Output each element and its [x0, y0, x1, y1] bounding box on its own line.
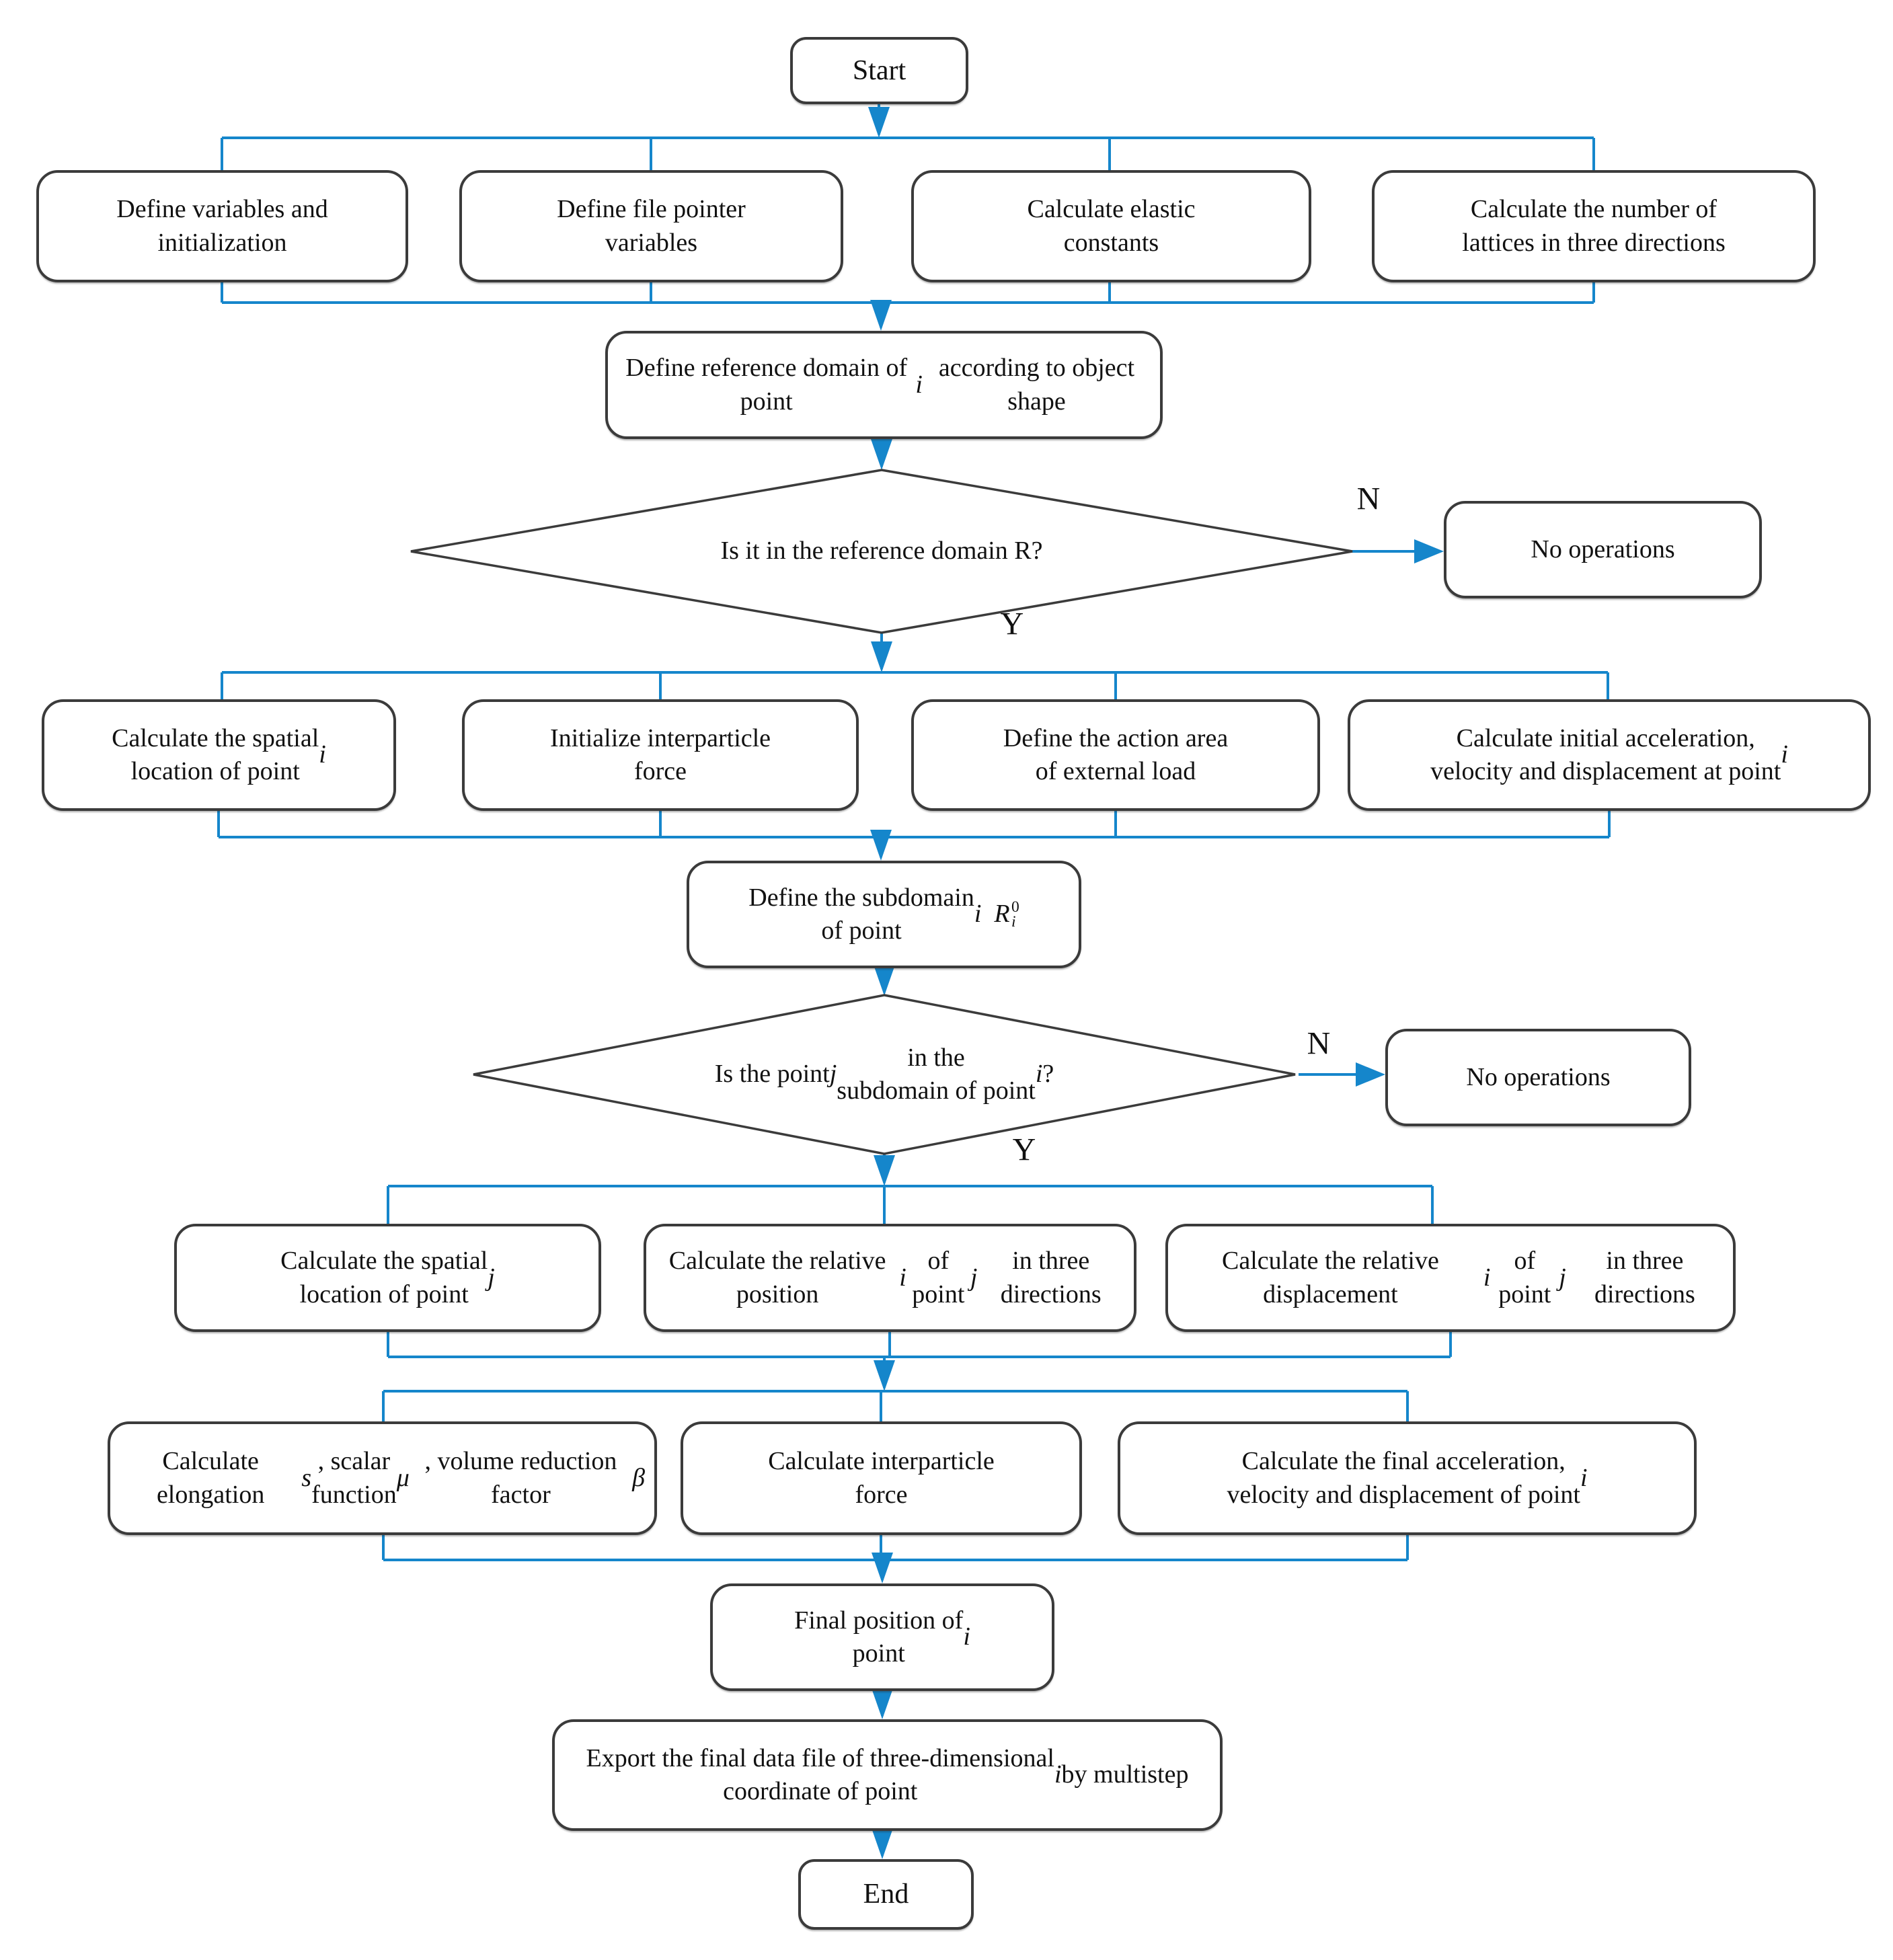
- arrowhead-icon: [872, 1688, 893, 1719]
- arrowhead-icon: [874, 965, 895, 996]
- node-no-operations-1: No operations: [1444, 501, 1762, 598]
- arrowhead-icon: [874, 1155, 895, 1186]
- node-no-operations-2: No operations: [1385, 1029, 1691, 1126]
- arrowhead-icon: [872, 1828, 893, 1859]
- node-calc-initial-avd: Calculate initial acceleration,velocity …: [1348, 699, 1871, 811]
- node-decision-reference-domain: Is it in the reference domain R?: [720, 537, 1043, 565]
- arrowhead-icon: [870, 830, 892, 861]
- branch-label-n-2: N: [1307, 1025, 1331, 1062]
- arrowhead-icon: [871, 641, 892, 672]
- decision-shape-decision-reference-domain: [410, 469, 1353, 634]
- arrowhead-icon: [874, 1360, 895, 1391]
- node-export-data-file: Export the final data file of three-dime…: [552, 1719, 1223, 1831]
- branch-label-n-0: N: [1356, 481, 1381, 517]
- arrowhead-icon: [1414, 539, 1444, 563]
- node-calc-final-avd: Calculate the final acceleration,velocit…: [1118, 1421, 1697, 1535]
- arrowhead-icon: [1356, 1062, 1385, 1087]
- decision-shape-decision-subdomain: [473, 994, 1296, 1155]
- branch-label-y-3: Y: [1012, 1132, 1036, 1168]
- node-end: End: [798, 1859, 974, 1930]
- arrowhead-icon: [870, 300, 892, 331]
- branch-label-y-1: Y: [1000, 606, 1024, 642]
- arrowhead-icon: [872, 1553, 893, 1583]
- arrowhead-icon: [871, 439, 892, 470]
- arrowhead-icon: [868, 107, 890, 138]
- node-start: Start: [790, 37, 968, 104]
